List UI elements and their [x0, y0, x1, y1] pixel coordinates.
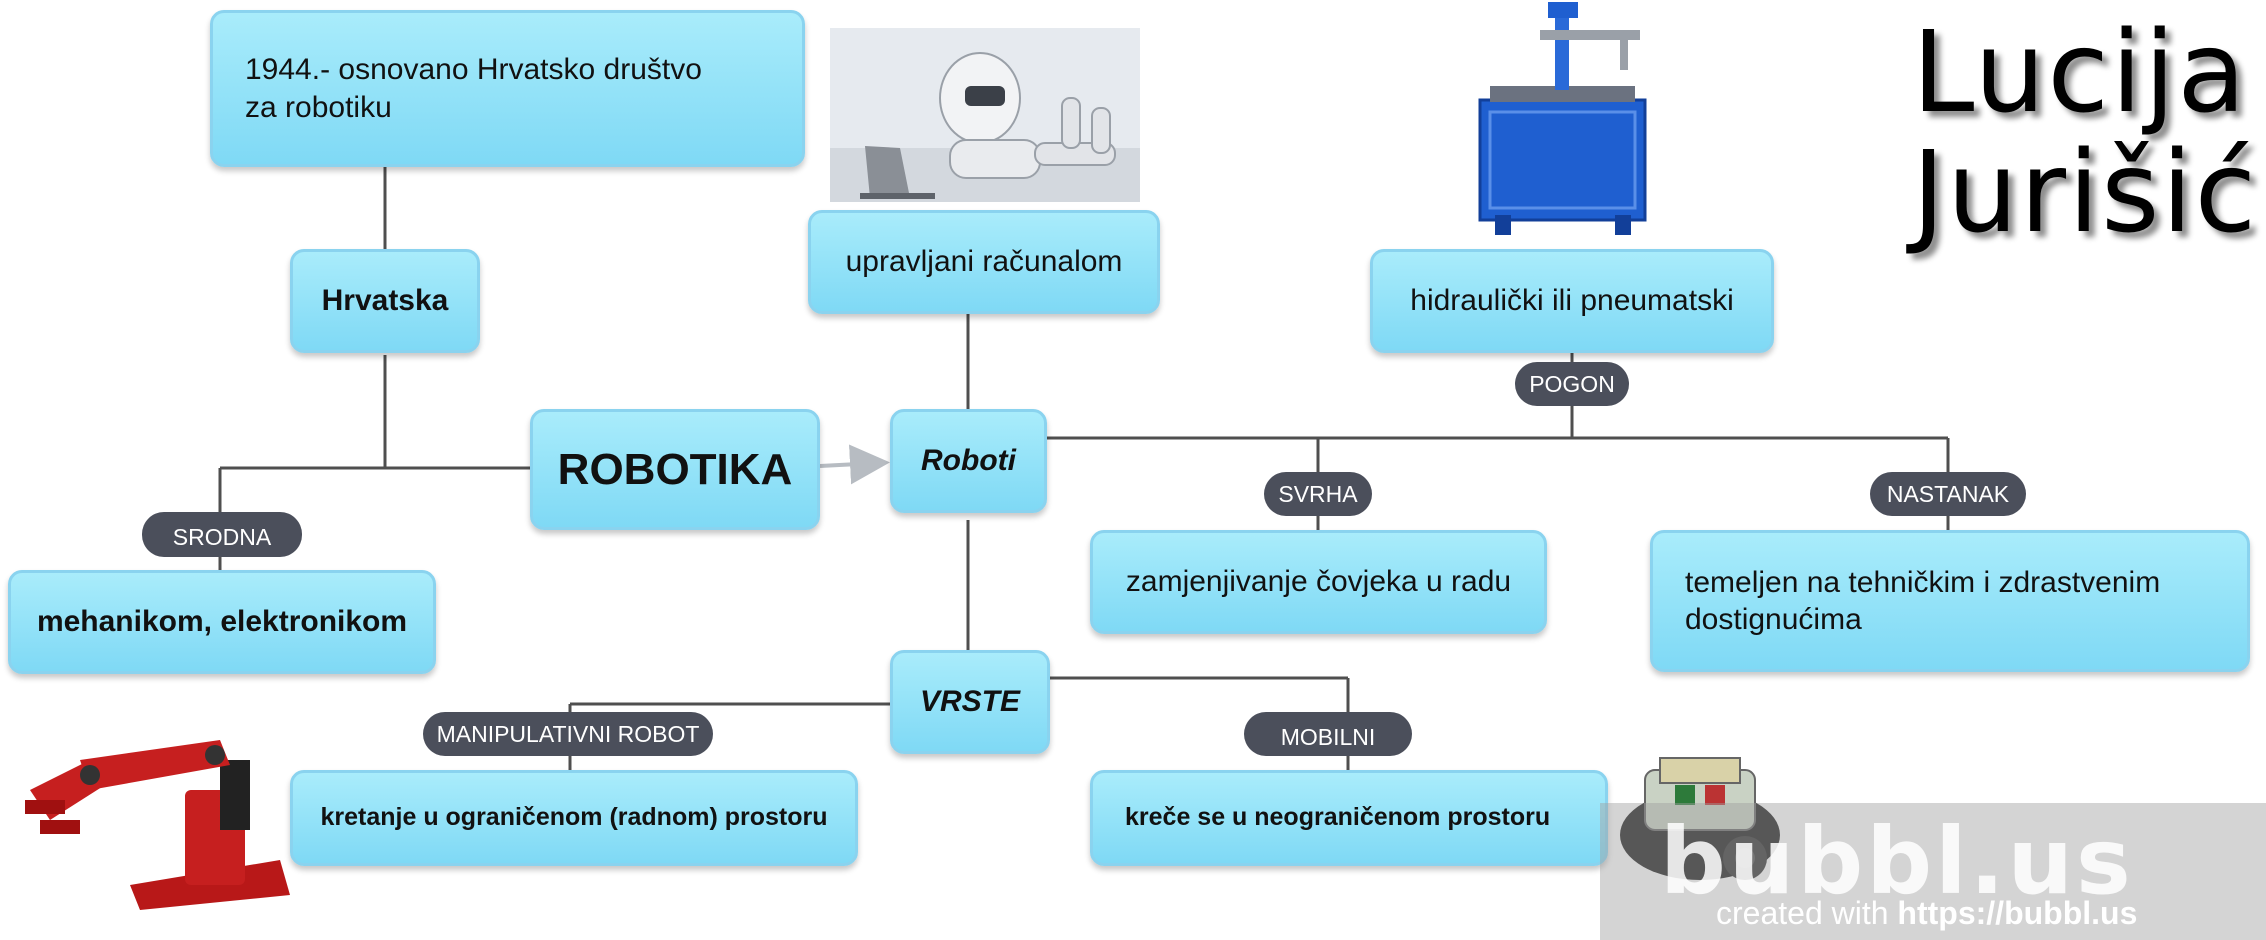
caption-prefix: created with — [1716, 895, 1898, 931]
node-hrvatska-label: Hrvatska — [321, 284, 449, 318]
node-drive[interactable]: hidraulički ili pneumatski — [1370, 249, 1774, 353]
node-vrste[interactable]: VRSTE — [890, 650, 1050, 754]
node-roboti-label: Roboti — [921, 444, 1016, 478]
tag-svrha[interactable]: SVRHA — [1264, 472, 1372, 516]
node-mobile[interactable]: kreče se u neograničenom prostoru — [1090, 770, 1608, 866]
node-purpose[interactable]: zamjenjivanje čovjeka u radu — [1090, 530, 1547, 634]
tag-srodna-label: SRODNA SA — [172, 524, 272, 550]
caption-url[interactable]: https://bubbl.us — [1897, 895, 2138, 931]
tag-srodna[interactable]: SRODNA SA — [142, 512, 302, 557]
mobile-robot-image — [1620, 757, 1780, 880]
author-name-last: Jurišić — [1912, 128, 2259, 258]
tag-mobile-label: MOBILNI ROBOT — [1280, 724, 1376, 750]
node-origin-label: temeljen na tehničkim i zdrastvenim dost… — [1685, 565, 2161, 637]
node-srodna-value-label: mehanikom, elektronikom — [36, 605, 408, 639]
node-history[interactable]: 1944.- osnovano Hrvatsko društvo za robo… — [210, 10, 805, 167]
node-manipulative[interactable]: kretanje u ograničenom (radnom) prostoru — [290, 770, 858, 866]
node-srodna-value[interactable]: mehanikom, elektronikom — [8, 570, 436, 674]
tag-pogon-label: POGON — [1529, 370, 1615, 397]
tag-nastanak-label: NASTANAK — [1886, 480, 2010, 507]
tag-pogon[interactable]: POGON — [1515, 362, 1629, 406]
tag-manipulative[interactable]: MANIPULATIVNI ROBOT — [423, 712, 713, 756]
node-computer-controlled-label: upravljani računalom — [845, 245, 1123, 279]
bubblus-watermark: bubbl.us created with https://bubbl.us — [1600, 803, 2266, 940]
node-computer-controlled[interactable]: upravljani računalom — [808, 210, 1160, 314]
node-robotika[interactable]: ROBOTIKA — [530, 409, 820, 530]
node-hrvatska[interactable]: Hrvatska — [290, 249, 480, 353]
node-origin[interactable]: temeljen na tehničkim i zdrastvenim dost… — [1650, 530, 2250, 672]
tag-mobile[interactable]: MOBILNI ROBOT — [1244, 712, 1412, 756]
node-mobile-label: kreče se u neograničenom prostoru — [1125, 803, 1551, 832]
node-manipulative-label: kretanje u ograničenom (radnom) prostoru — [320, 803, 828, 832]
node-robotika-label: ROBOTIKA — [557, 445, 793, 494]
hydraulic-robot-image — [1478, 2, 1647, 235]
node-roboti[interactable]: Roboti — [890, 409, 1047, 513]
author-name-first: Lucija — [1912, 8, 2248, 138]
bubblus-caption: created with https://bubbl.us — [1716, 895, 2137, 932]
robot-arm-image — [25, 740, 290, 910]
robot-laptop-image — [830, 28, 1140, 202]
node-history-label: 1944.- osnovano Hrvatsko društvo za robo… — [245, 53, 702, 124]
bubblus-logo: bubbl.us — [1660, 808, 2134, 915]
tag-svrha-label: SVRHA — [1278, 480, 1358, 507]
node-drive-label: hidraulički ili pneumatski — [1410, 284, 1734, 318]
tag-manipulative-label: MANIPULATIVNI ROBOT — [436, 720, 700, 747]
node-vrste-label: VRSTE — [919, 685, 1021, 719]
node-purpose-label: zamjenjivanje čovjeka u radu — [1125, 565, 1512, 599]
tag-nastanak[interactable]: NASTANAK — [1870, 472, 2026, 516]
